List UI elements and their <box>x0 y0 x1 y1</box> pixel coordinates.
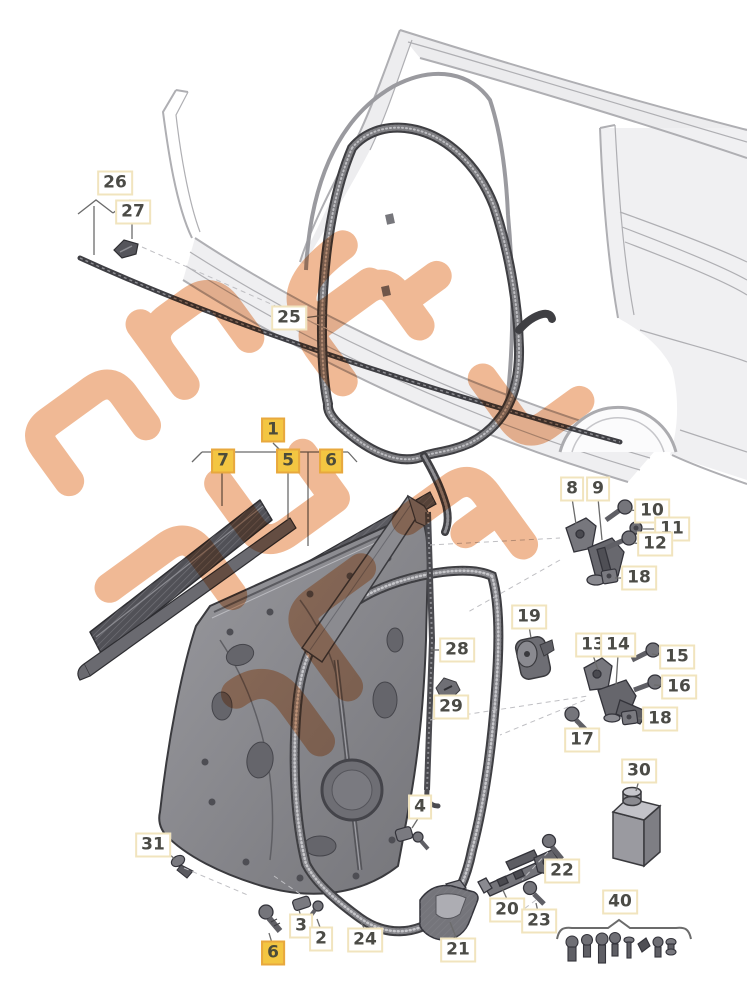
part-label-18[interactable]: 18 <box>621 565 657 591</box>
part-label-18[interactable]: 18 <box>642 706 678 732</box>
part-label-20[interactable]: 20 <box>489 897 525 923</box>
handle-cover-part21 <box>419 879 479 941</box>
part-label-6-highlighted[interactable]: 6 <box>319 448 343 474</box>
canister-part30 <box>611 786 662 868</box>
part-label-27[interactable]: 27 <box>115 199 151 225</box>
part-label-29[interactable]: 29 <box>433 694 469 720</box>
bolt-part17 <box>564 706 588 732</box>
bolt-part10 <box>604 499 633 523</box>
part-label-6-highlighted[interactable]: 6 <box>261 940 285 966</box>
part-label-30[interactable]: 30 <box>621 758 657 784</box>
part-label-14[interactable]: 14 <box>600 632 636 658</box>
part-label-3[interactable]: 3 <box>289 913 313 939</box>
clip-part18-lower <box>620 709 639 726</box>
clip-part27 <box>113 239 139 259</box>
part-label-24[interactable]: 24 <box>347 927 383 953</box>
part-label-17[interactable]: 17 <box>564 727 600 753</box>
part-label-40[interactable]: 40 <box>602 889 638 915</box>
bolt-part12 <box>604 530 637 551</box>
part-label-23[interactable]: 23 <box>521 908 557 934</box>
bolt-part22 <box>541 833 564 861</box>
part-label-2[interactable]: 2 <box>309 926 333 952</box>
lock-cylinder-part19 <box>514 636 555 680</box>
watermark-logo <box>25 230 595 757</box>
part-label-31[interactable]: 31 <box>135 832 171 858</box>
part-label-16[interactable]: 16 <box>661 674 697 700</box>
part-label-22[interactable]: 22 <box>544 858 580 884</box>
fastener-kit-part40 <box>565 931 677 964</box>
part-label-25[interactable]: 25 <box>271 305 307 331</box>
part-label-7-highlighted[interactable]: 7 <box>211 448 235 474</box>
door-aperture-seal-part25 <box>316 122 556 536</box>
part-label-5-highlighted[interactable]: 5 <box>276 448 300 474</box>
part-label-21[interactable]: 21 <box>440 937 476 963</box>
part-label-9[interactable]: 9 <box>586 476 610 502</box>
assembly-guide-lines <box>141 246 589 913</box>
part-label-8[interactable]: 8 <box>560 476 584 502</box>
part-label-26[interactable]: 26 <box>97 170 133 196</box>
part-label-1-highlighted[interactable]: 1 <box>261 417 285 443</box>
part-label-12[interactable]: 12 <box>637 531 673 557</box>
sleeve-part3 <box>292 895 312 911</box>
clip-part18-upper <box>600 568 619 585</box>
part-label-19[interactable]: 19 <box>511 604 547 630</box>
bolt-part23 <box>522 880 546 906</box>
bushing-screw-part4 <box>394 826 430 851</box>
rivet-part31 <box>170 854 194 879</box>
bolt-part6 <box>258 904 283 933</box>
part-label-28[interactable]: 28 <box>439 637 475 663</box>
part-label-15[interactable]: 15 <box>659 644 695 670</box>
part-label-4[interactable]: 4 <box>408 794 432 820</box>
